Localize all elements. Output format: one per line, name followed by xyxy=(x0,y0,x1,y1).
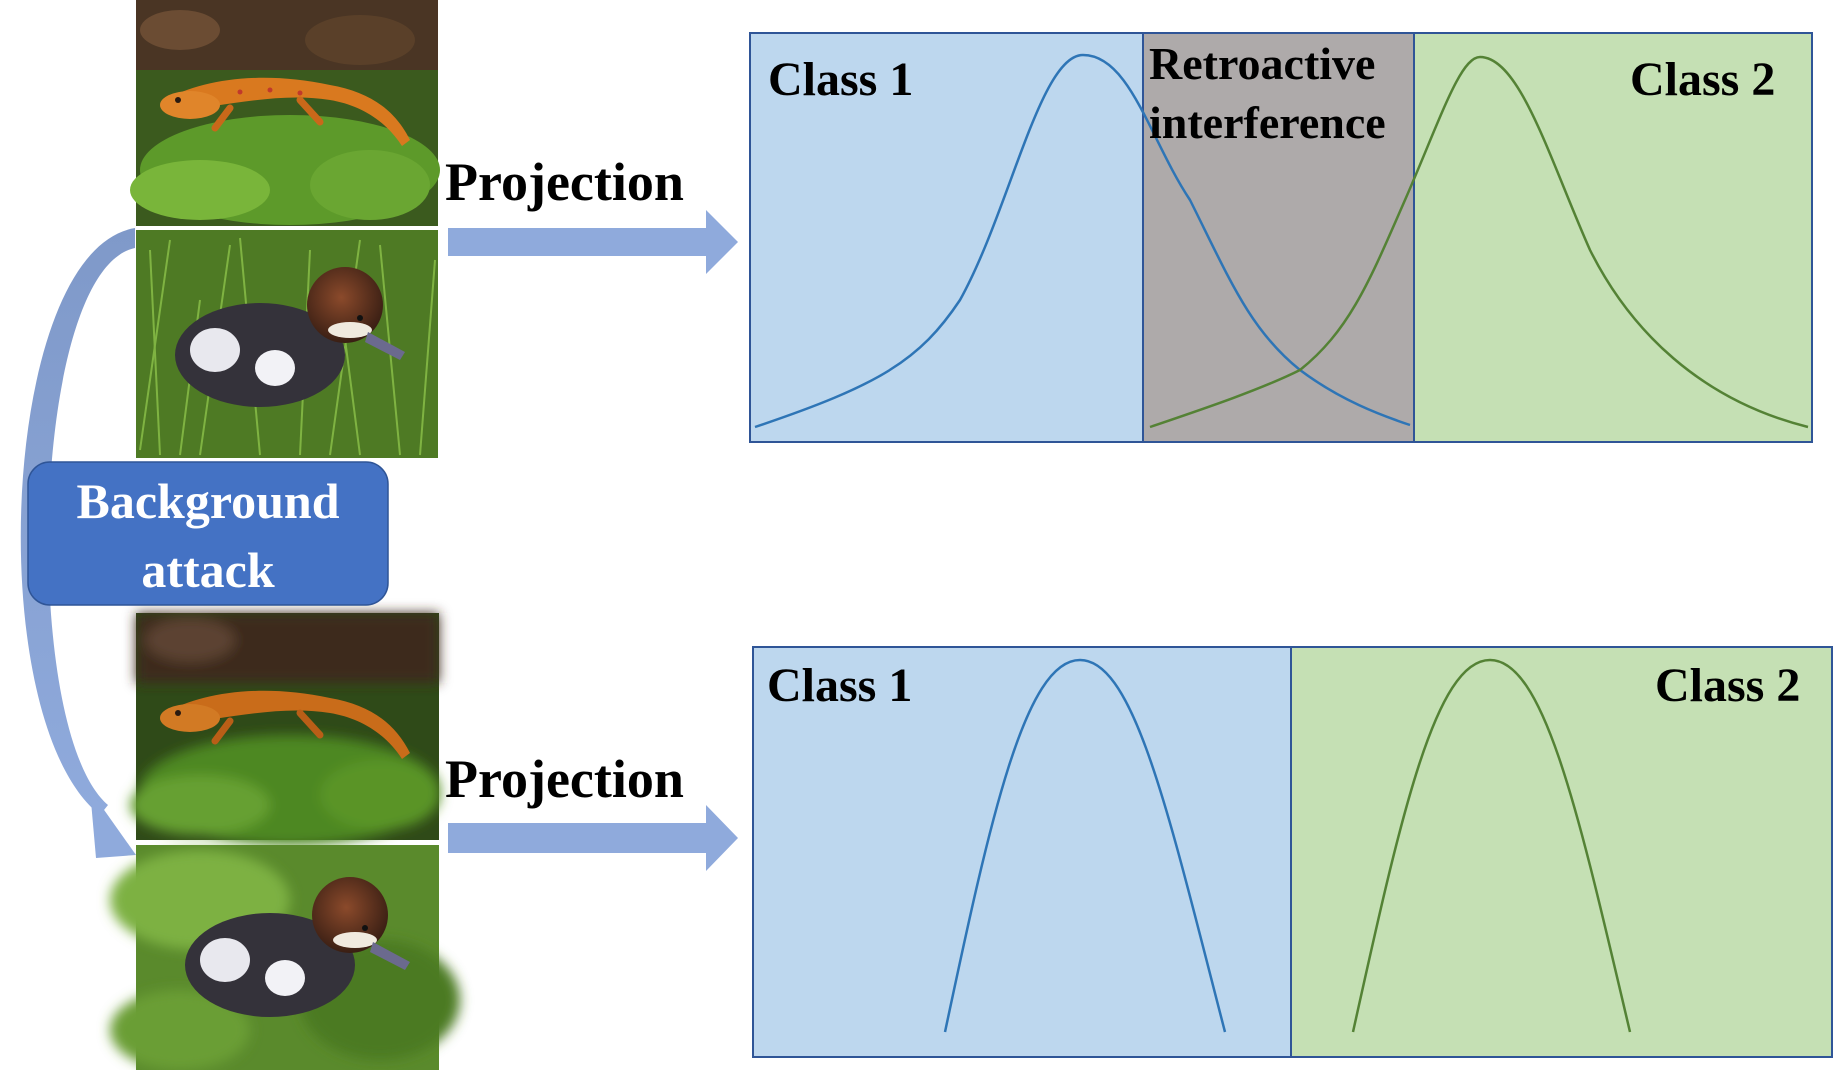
background-attack-curved-arrow xyxy=(20,228,136,858)
bottom-class1-label: Class 1 xyxy=(767,659,912,712)
bottom-class2-region xyxy=(1291,647,1832,1057)
top-distribution-panel: Class 1 Class 2 Retroactive interference xyxy=(749,32,1813,443)
background-attack-label-line1: Background xyxy=(76,473,339,529)
image-newt-blurred-background xyxy=(130,613,440,845)
bottom-class1-curve xyxy=(943,658,1227,1033)
projection-label-top: Projection xyxy=(445,152,684,212)
top-class1-region xyxy=(750,33,1143,442)
top-overlap-region xyxy=(1143,33,1414,442)
top-class2-region xyxy=(1414,33,1812,442)
image-duckling-original xyxy=(136,230,438,458)
projection-label-bottom: Projection xyxy=(445,749,684,809)
background-attack-box: Background attack xyxy=(27,461,389,606)
top-class2-curve xyxy=(1149,55,1809,429)
top-overlap-label-line1: Retroactive xyxy=(1149,38,1375,89)
bottom-class2-curve xyxy=(1351,658,1632,1033)
top-class2-label: Class 2 xyxy=(1630,53,1775,106)
top-overlap-label-line2: interference xyxy=(1149,97,1386,148)
bottom-class2-label: Class 2 xyxy=(1655,659,1800,712)
top-class1-label: Class 1 xyxy=(768,53,913,106)
background-attack-label-line2: attack xyxy=(141,542,274,598)
projection-arrow-bottom xyxy=(448,805,738,871)
image-newt-original xyxy=(130,0,440,226)
projection-arrow-top xyxy=(448,210,738,274)
image-duckling-blurred-background xyxy=(110,845,460,1070)
bottom-distribution-panel: Class 1 Class 2 xyxy=(752,646,1833,1058)
bottom-class1-region xyxy=(753,647,1291,1057)
